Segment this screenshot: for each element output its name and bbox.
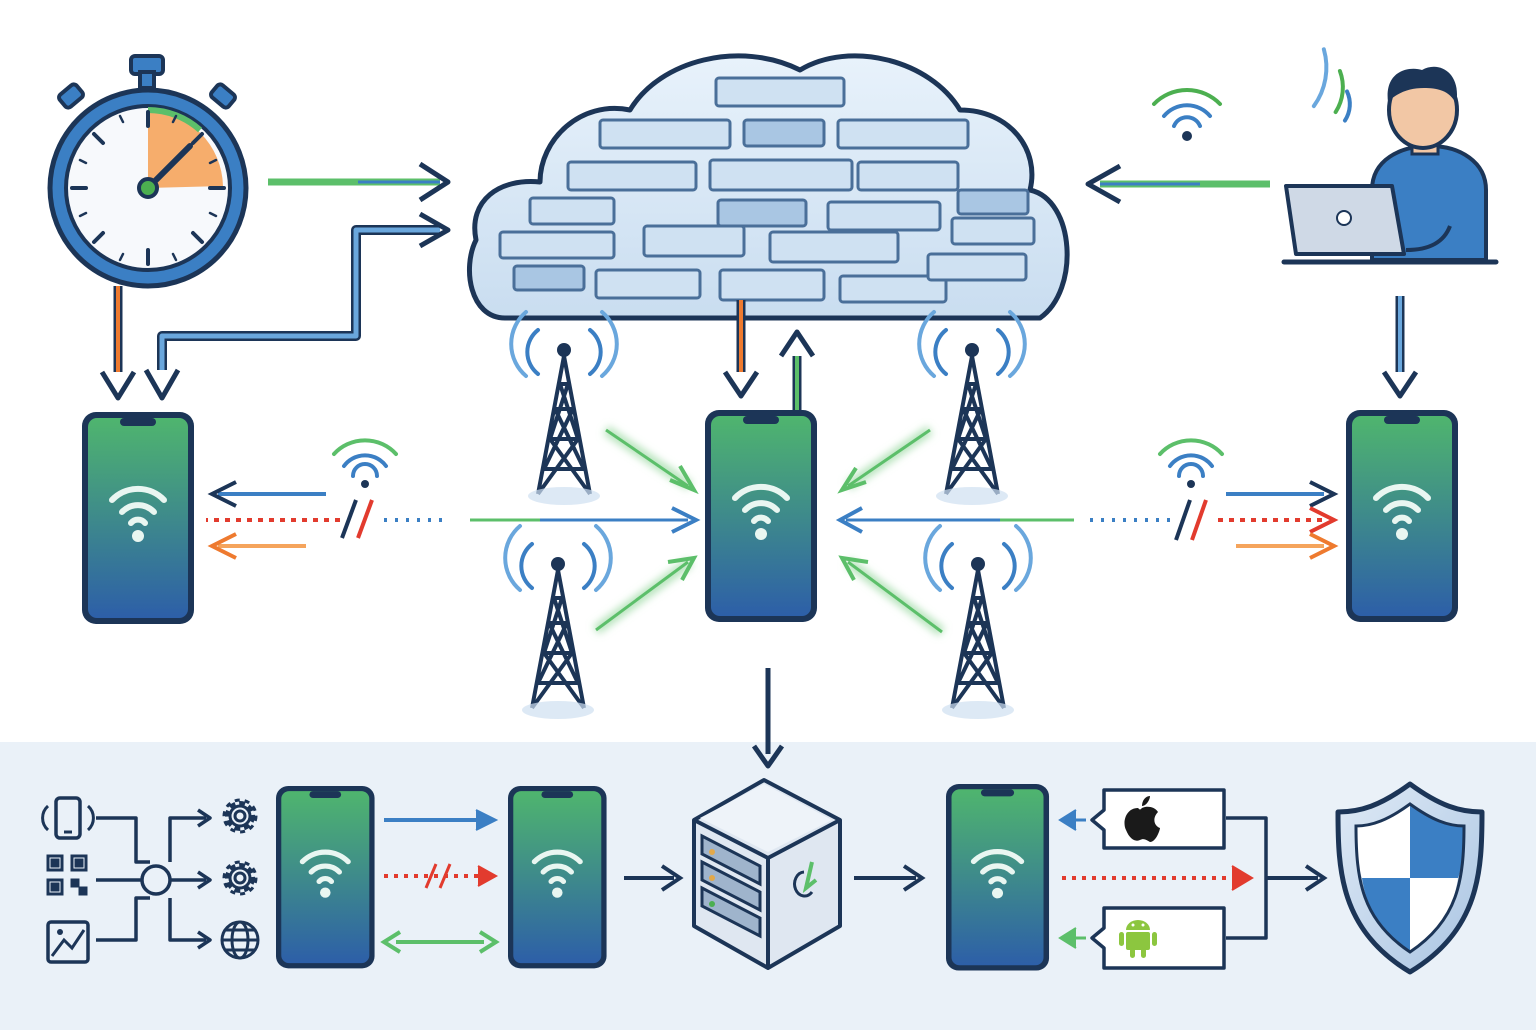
user-with-laptop-icon [1281,47,1499,265]
broken-connection-right [1090,438,1339,560]
image-icon [46,920,90,964]
arrow-server-to-phone [854,864,926,892]
android-logo-icon [1119,920,1157,958]
smartphone-pipeline-3 [946,784,1049,971]
cloud-icon [467,53,1070,321]
cell-tower-icon [509,310,619,507]
arrow-stopwatch-to-cloud [268,161,451,203]
arrow-user-to-phone [1381,296,1419,399]
arrow-stopwatch-to-phone [99,286,137,401]
globe-icon [220,920,260,960]
shield-icon [1335,781,1485,975]
gear-icon [222,798,258,834]
wifi-icon [1152,88,1222,141]
broken-connection-left [206,438,448,560]
arrow-cloud-to-center-phone [722,300,760,399]
signal-arrows-to-center-phone [470,425,1074,637]
smartphone-right [1346,410,1458,622]
smartphone-pipeline-2 [508,786,607,968]
arrow-phone-to-server [624,864,684,892]
gear-icon [222,860,258,896]
smartphone-pipeline-1 [276,786,375,968]
arrow-center-phone-to-cloud [778,329,816,412]
server-icon [692,778,842,970]
arrow-center-phone-to-server [751,668,785,769]
cell-tower-icon [503,524,613,721]
arrow-phone-to-shield [1062,816,1328,940]
qr-code-icon [46,854,88,896]
stopwatch-icon [47,54,249,289]
apple-logo-icon [1124,796,1160,842]
android-platform-box [1058,906,1226,970]
arrow-phone-to-cloud [143,211,451,401]
arrow-user-to-cloud [1085,163,1270,205]
input-router-lines [96,808,212,950]
cell-tower-icon [923,524,1033,721]
cell-tower-icon [917,310,1027,507]
apple-platform-box [1058,788,1226,850]
smartphone-center [705,410,817,622]
smartphone-left [82,412,194,624]
phone-vibrate-icon [41,796,95,840]
pipeline-arrows-1 [380,809,500,954]
